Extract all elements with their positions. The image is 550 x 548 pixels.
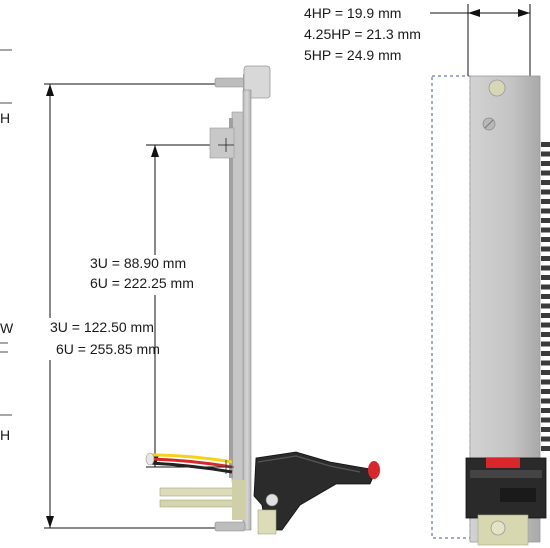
edge-label-middle: W bbox=[0, 320, 14, 336]
vent-slot bbox=[541, 341, 550, 347]
outer-height-3u-label: 3U = 122.50 mm bbox=[50, 319, 154, 335]
vent-slot bbox=[541, 398, 550, 404]
vent-slot bbox=[541, 436, 550, 442]
vent-slot bbox=[541, 208, 550, 214]
panel-outline-5hp bbox=[431, 75, 471, 539]
width-dimension bbox=[430, 4, 531, 76]
arrow-right-icon bbox=[518, 9, 530, 17]
vent-slot bbox=[541, 199, 550, 204]
vent-slot bbox=[541, 427, 550, 432]
vent-slot bbox=[541, 351, 550, 356]
outer-height-6u-label: 6U = 255.85 mm bbox=[56, 341, 160, 357]
vent-slot bbox=[541, 151, 550, 157]
vent-slot bbox=[541, 389, 550, 394]
arrow-up-icon bbox=[46, 84, 54, 96]
cable-bundle bbox=[145, 452, 233, 474]
left-edge-markers: H W H bbox=[0, 49, 14, 443]
inner-height-dimension bbox=[146, 144, 230, 468]
ejector-handle bbox=[253, 451, 380, 535]
vent-slot bbox=[541, 227, 550, 233]
inner-height-3u-label: 3U = 88.90 mm bbox=[90, 255, 186, 271]
edge-label-bottom: H bbox=[0, 427, 10, 443]
vent-slot bbox=[541, 332, 550, 337]
vent-slot bbox=[541, 360, 550, 366]
outer-height-dimension bbox=[44, 83, 240, 529]
vent-slots bbox=[541, 142, 550, 451]
width-4hp-label: 4HP = 19.9 mm bbox=[304, 5, 401, 21]
vent-slot bbox=[541, 370, 550, 375]
arrow-down-icon bbox=[46, 516, 54, 528]
edge-label-top: H bbox=[0, 110, 10, 126]
vent-slot bbox=[541, 417, 550, 423]
vent-slot bbox=[541, 265, 550, 271]
vent-slot bbox=[541, 294, 550, 299]
vent-slot bbox=[541, 189, 550, 195]
vent-slot bbox=[541, 161, 550, 166]
board-side-view bbox=[145, 65, 380, 535]
latch-indicator bbox=[486, 458, 520, 468]
lower-bracket bbox=[159, 480, 246, 520]
vent-slot bbox=[541, 170, 550, 176]
vent-slot bbox=[541, 180, 550, 185]
vent-slot bbox=[541, 322, 550, 328]
vent-slot bbox=[541, 246, 550, 252]
arrow-left-icon bbox=[468, 9, 480, 17]
vent-slot bbox=[541, 408, 550, 413]
vent-slot bbox=[541, 275, 550, 280]
vent-slot bbox=[541, 218, 550, 223]
screw-icon bbox=[488, 79, 506, 97]
front-panel-view bbox=[431, 75, 550, 546]
width-425hp-label: 4.25HP = 21.3 mm bbox=[304, 26, 421, 42]
arrow-up-icon bbox=[151, 145, 159, 157]
vent-slot bbox=[541, 237, 550, 242]
width-5hp-label: 5HP = 24.9 mm bbox=[304, 47, 401, 63]
screw-icon bbox=[490, 520, 506, 536]
vent-slot bbox=[541, 379, 550, 385]
vent-slot bbox=[541, 284, 550, 290]
vent-slot bbox=[541, 446, 550, 451]
vent-slot bbox=[541, 303, 550, 309]
inner-height-6u-label: 6U = 222.25 mm bbox=[90, 275, 194, 291]
vent-slot bbox=[541, 256, 550, 261]
vent-slot bbox=[541, 313, 550, 318]
vent-slot bbox=[541, 142, 550, 147]
